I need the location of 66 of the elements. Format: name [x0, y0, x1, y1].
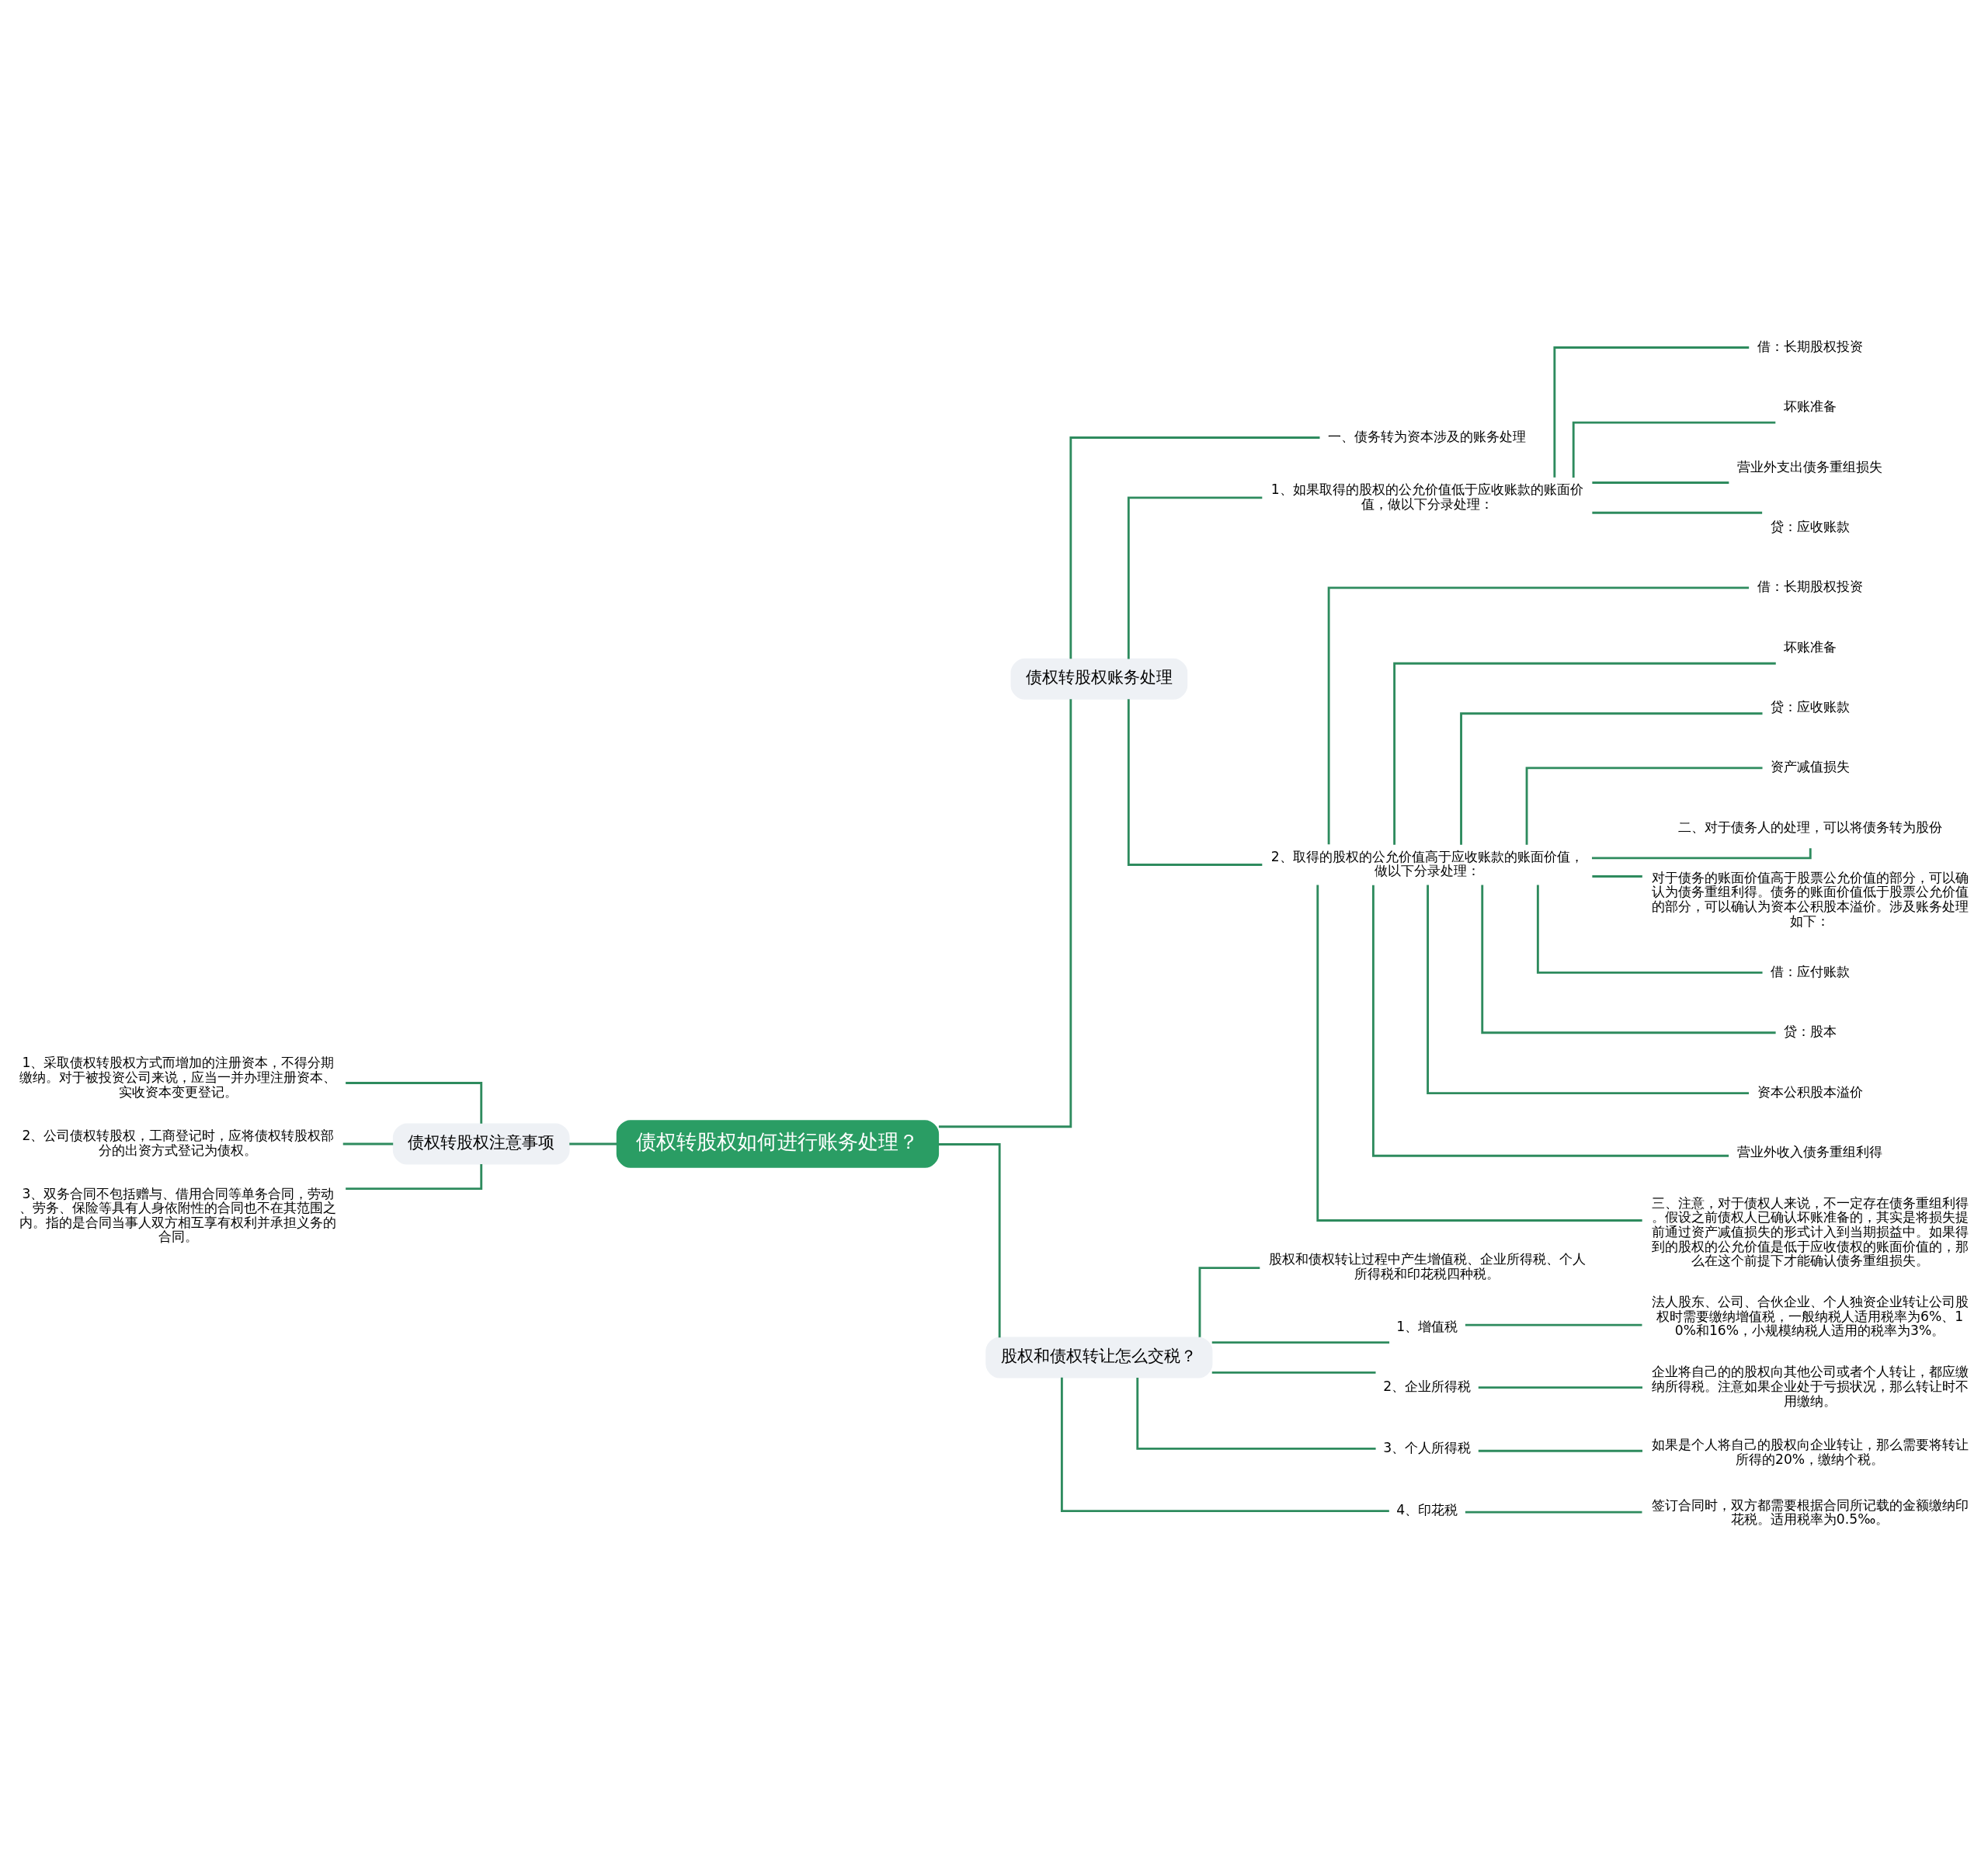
connector: [938, 698, 1072, 1128]
node-text: 企业将自己的的股权向其他公司或者个人转让，都应缴纳所得税。注意如果企业处于亏损状况，那么转让时不用缴纳。: [1651, 1363, 1969, 1409]
node-text: 资本公积股本溢价: [1757, 1083, 1863, 1100]
node-text: 对于债务的账面价值高于股票公允价值的部分，可以确认为债务重组利得。债务的账面价值低于股票公允价值的部分，可以确认为资本公积股本溢价。涉及账务处理如下：: [1651, 869, 1969, 929]
connector: [1465, 1323, 1642, 1326]
connector: [1478, 1449, 1642, 1452]
connector: [346, 1163, 483, 1190]
node-text: 1、如果取得的股权的公允价值低于应收账款的账面价值，做以下分录处理：: [1270, 481, 1583, 512]
connector: [938, 1142, 1001, 1337]
node-text: 借：应付账款: [1770, 963, 1850, 979]
node-text: 贷：应收账款: [1770, 518, 1850, 534]
node-text: 3、个人所得税: [1383, 1439, 1472, 1455]
connector: [1536, 885, 1763, 974]
node-text: 二、对于债务人的处理，可以将债务转为股份: [1677, 819, 1942, 835]
node-box: 债权转股权如何进行账务处理？: [616, 1119, 940, 1168]
connector: [1553, 346, 1750, 478]
connector: [1393, 662, 1776, 845]
connector: [1060, 1377, 1389, 1512]
connector: [1127, 495, 1263, 659]
node-text: 营业外支出债务重组损失: [1737, 458, 1883, 475]
connector: [1127, 698, 1263, 866]
node-text: 如果是个人将自己的股权向企业转让，那么需要将转让所得的20%，缴纳个税。: [1651, 1436, 1969, 1467]
node-text: 坏账准备: [1783, 398, 1837, 414]
node-text: 1、增值税: [1396, 1318, 1458, 1334]
node-text: 借：长期股权投资: [1757, 578, 1863, 594]
node-text: 贷：股本: [1783, 1023, 1837, 1039]
connector: [1211, 1340, 1390, 1344]
connector: [1327, 586, 1750, 844]
connector: [1592, 481, 1729, 484]
node-box: 债权转股权账务处理: [1010, 658, 1188, 700]
node-text: 营业外收入债务重组利得: [1737, 1143, 1883, 1159]
connector: [1211, 1371, 1376, 1374]
node-text: 2、取得的股权的公允价值高于应收账款的账面价值，做以下分录处理：: [1270, 848, 1583, 878]
node-text: 资产减值损失: [1770, 758, 1850, 774]
node-text: 坏账准备: [1783, 638, 1837, 655]
connector: [1371, 885, 1729, 1157]
connector: [346, 1081, 483, 1124]
connector: [1572, 421, 1776, 478]
connector: [1525, 766, 1763, 845]
connector: [1592, 511, 1763, 514]
connector: [1592, 874, 1642, 878]
node-text: 1、采取债权转股权方式而增加的注册资本，不得分期缴纳。对于被投资公司来说，应当一并办理注册资本、实收资本变更登记。: [19, 1054, 337, 1100]
connector: [569, 1142, 617, 1145]
connector: [1478, 1385, 1642, 1389]
node-text: 贷：应收账款: [1770, 698, 1850, 714]
connector: [1460, 711, 1763, 845]
node-text: 4、印花税: [1396, 1501, 1458, 1518]
node-text: 2、企业所得税: [1383, 1378, 1472, 1394]
node-text: 一、债务转为资本涉及的账务处理: [1328, 428, 1527, 444]
node-box: 债权转股权注意事项: [392, 1123, 570, 1164]
node-text: 2、公司债权转股权，工商登记时，应将债权转股权部分的出资方式登记为债权。: [22, 1127, 335, 1158]
node-text: 3、双务合同不包括赠与、借用合同等单务合同，劳动、劳务、保险等具有人身依附性的合同也不在其范围之内。指的是合同当事人双方相互享有权利并承担义务的合同。: [19, 1185, 337, 1244]
connector: [1481, 885, 1776, 1034]
node-box: 股权和债权转让怎么交税？: [985, 1337, 1213, 1378]
connector: [1316, 884, 1642, 1222]
node-text: 法人股东、公司、合伙企业、个人独资企业转让公司股权时需要缴纳增值税，一般纳税人适用税率为6%、10%和16%，小规模纳税人适用的税率为3%。: [1651, 1293, 1969, 1338]
connector: [342, 1142, 394, 1145]
node-text: 三、注意，对于债权人来说，不一定存在债务重组利得。假设之前债权人已确认坏账准备的，其实是将损失提前通过资产减值损失的形式计入到当期损益中。如果得到的股权的公允价值是低于应收债权的账面价值的，那么在这个前提下才能确认债务重组损失。: [1651, 1194, 1969, 1268]
connector: [1069, 436, 1320, 659]
node-text: 借：长期股权投资: [1757, 338, 1863, 354]
connector: [1427, 885, 1750, 1094]
connector: [1136, 1377, 1376, 1450]
node-text: 签订合同时，双方都需要根据合同所记载的金额缴纳印花税。适用税率为0.5‰。: [1651, 1497, 1969, 1527]
node-text: 股权和债权转让过程中产生增值税、企业所得税、个人所得税和印花税四种税。: [1268, 1250, 1586, 1281]
connector: [1198, 1266, 1260, 1337]
connector: [1465, 1511, 1642, 1513]
